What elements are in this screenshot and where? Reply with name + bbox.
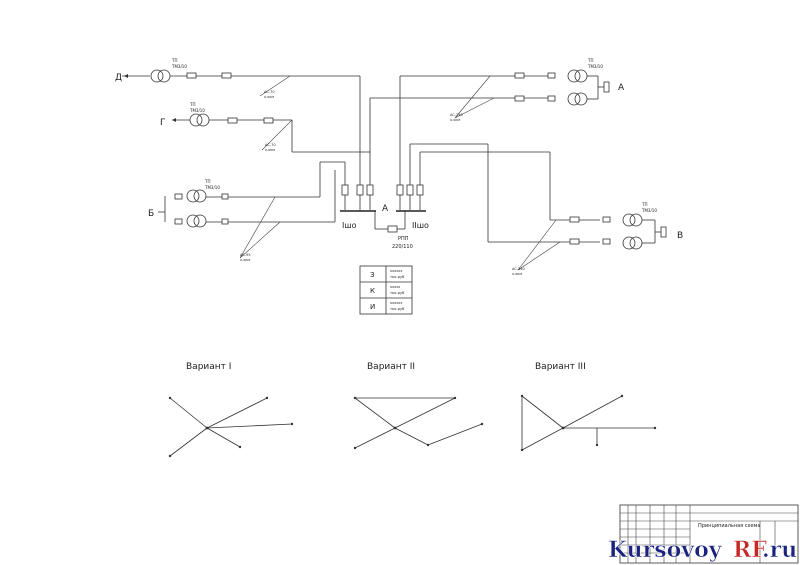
tp-name-d: ТП	[171, 58, 177, 63]
watermark-kursovoy: Kursovoy	[608, 537, 723, 563]
line-wire-a: АС-240	[450, 113, 463, 117]
line-wire-v: АС-240	[512, 267, 525, 271]
node-label-a-center: А	[382, 204, 389, 214]
tp-spec-d: ТМ3/10	[171, 64, 187, 69]
tp-spec-v: ТМ3/10	[641, 208, 657, 213]
title-block-title: Принципиальная схема	[698, 523, 760, 529]
branch-b: Б ТП ТМ3/10 АС-95 х.хкм	[148, 161, 345, 262]
line-wire-d: АС-70	[264, 90, 275, 94]
substation-voltage: 220/110	[392, 244, 413, 250]
title-block: Принципиальная схема	[619, 504, 799, 564]
tp-name-b: ТП	[204, 179, 210, 184]
tp-name-a: ТП	[587, 58, 593, 63]
cost-key-i: И	[370, 303, 375, 311]
watermark: Kursovoy RF .ru	[608, 537, 798, 564]
node-label-v: В	[677, 231, 683, 241]
cost-unit-k: тыс.руб	[390, 291, 404, 295]
cost-value-k: ххххх	[390, 285, 400, 289]
branch-v: ТП ТМ3/10 В АС-240 х.хкм	[410, 143, 683, 276]
cost-value-z: хххххх	[390, 269, 402, 273]
tp-spec-b: ТМ3/10	[204, 185, 220, 190]
tp-spec-a: ТМ3/10	[587, 64, 603, 69]
line-len-b: х.хкм	[240, 258, 250, 262]
variant-3: Вариант III	[520, 362, 657, 452]
variant-2-title: Вариант II	[367, 362, 415, 372]
watermark-ru: .ru	[762, 537, 797, 563]
branch-g: Г ТП ТМ3/10 АС-70 х.хкм	[160, 102, 370, 153]
cost-unit-i: тыс.руб	[390, 307, 404, 311]
line-wire-b: АС-95	[240, 253, 251, 257]
node-label-a: А	[618, 83, 625, 93]
line-len-v: х.хкм	[512, 272, 522, 276]
line-len-a: х.хкм	[450, 118, 460, 122]
substation-name: РПП	[398, 236, 409, 242]
variant-1: Вариант I	[168, 362, 294, 458]
variant-2-nodes	[353, 396, 484, 450]
node-label-d: Д	[115, 73, 122, 83]
node-label-b: Б	[148, 209, 154, 219]
node-label-g: Г	[160, 118, 166, 128]
cost-table: З К И хххххх тыс.руб ххххх тыс.руб ххххх…	[359, 265, 413, 315]
tp-spec-g: ТМ3/10	[189, 108, 205, 113]
variant-2: Вариант II	[353, 362, 484, 450]
branch-d: Д ТП ТМ3/10 АС-70 х.хкм	[115, 58, 360, 99]
branch-a: ТП ТМ3/10 А АС-240 х.хкм	[369, 58, 625, 185]
line-len-g: х.хкм	[265, 148, 275, 152]
bus2-label: IIшо	[412, 221, 429, 230]
watermark-rf: RF	[733, 537, 767, 563]
cost-value-i: хххххх	[390, 301, 402, 305]
cost-unit-z: тыс.руб	[390, 275, 404, 279]
central-substation: А Iшо IIшо РПП 220/110	[340, 76, 429, 250]
variant-1-title: Вариант I	[186, 362, 231, 372]
bus1-label: Iшо	[342, 221, 357, 230]
cost-key-z: З	[370, 271, 375, 279]
line-wire-g: АС-70	[265, 143, 276, 147]
line-len-d: х.хкм	[264, 95, 274, 99]
cost-key-k: К	[370, 287, 375, 295]
variant-1-nodes	[168, 396, 294, 458]
tp-name-v: ТП	[641, 202, 647, 207]
variant-3-title: Вариант III	[535, 362, 586, 372]
tp-name-g: ТП	[189, 102, 195, 107]
variant-3-nodes	[520, 394, 657, 452]
